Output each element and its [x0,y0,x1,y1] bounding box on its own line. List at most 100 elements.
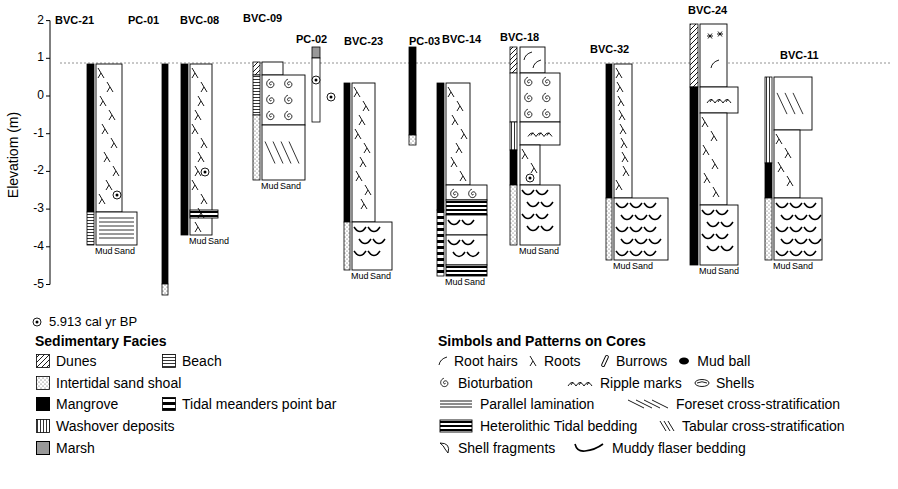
core-column: PC-03 [409,47,416,145]
tick-label: -5 [33,278,44,291]
flaser-symbol [536,190,548,195]
flaser-symbol [527,202,539,207]
flaser-symbol [635,215,647,220]
lamination [99,230,134,231]
date-symbol [327,93,335,101]
foreset-line [265,142,275,164]
grain-size-log [190,210,218,218]
root-symbol [712,159,718,169]
legend-text: Foreset cross-stratification [676,396,840,412]
legend-symbol [566,375,594,391]
facies-swatch [163,355,176,368]
tabular-symbol [660,421,674,431]
core-column: BVC-18 [510,47,560,245]
legend-text: Roots [544,353,581,369]
sediment-core [162,64,168,295]
core-label: PC-01 [128,14,159,26]
flaser-symbol [776,203,788,208]
grain-size-label: Mud [445,278,463,288]
flaser-symbol [621,239,633,244]
heterolithic-bed [446,201,487,203]
bioturbation-symbol [451,189,458,197]
legend-symbol [36,375,50,391]
facies-strip [510,150,517,185]
grain-size-log [700,87,738,113]
root-symbol [354,87,360,97]
legend-symbol [658,418,676,434]
lamination [99,222,134,223]
facies-swatch [37,377,50,390]
sediment-core [606,64,668,260]
flaser-symbol [644,203,656,208]
root-symbol [192,180,198,190]
legend-item: Intertidal sand shoal [36,375,181,391]
legend-text: Heterolithic Tidal bedding [480,418,637,434]
tick-label: -2 [33,164,44,177]
legend-text: 5.913 cal yr BP [49,314,137,330]
star-symbol [707,34,713,39]
flaser-symbol [776,227,788,232]
root-symbol [98,68,104,78]
grain-size-label: Mud [261,182,279,192]
root-symbol [713,187,719,197]
root-symbol [198,152,204,162]
root-symbol [192,124,198,134]
legend-symbol [528,353,538,369]
grain-size-log [190,64,212,235]
heterolithic-bed [446,209,487,211]
grain-size-log [520,47,545,73]
core-label: BVC-18 [500,31,539,43]
legend-symbol [438,353,448,369]
flaser-symbol [649,215,661,220]
date-symbol [113,191,121,199]
foreset-line [785,93,795,114]
facies-strip [312,58,320,122]
tick-label: -3 [33,202,44,215]
facies-strip [253,75,260,115]
date-symbol [33,318,41,326]
legend-symbol [162,353,176,369]
flaser-symbol [616,251,628,256]
heterolithic-bed [190,211,218,213]
legend-text: Root hairs [454,353,518,369]
heterolithic-bed [446,213,487,215]
flaser-symbol [809,239,821,244]
facies-strip [162,64,168,284]
core-column: PC-02 [312,47,320,122]
heterolithic-bed [446,274,487,276]
flaser-symbol [522,214,534,219]
legend-item: Washover deposits [36,418,175,434]
legend-text: Muddy flaser bedding [612,440,746,456]
bioturbation-symbol [469,189,476,197]
axis-tick [46,284,50,285]
bioturbation-symbol [267,111,274,119]
flaser-symbol [721,222,733,227]
legend-text: Beach [182,353,222,369]
heterolithic-bed [190,215,218,217]
root-symbol [201,138,207,148]
legend-item: Bioturbation [438,375,533,391]
legend-text: Marsh [56,440,95,456]
legend-text: Tabular cross-stratification [682,418,845,434]
core-column: BVC-14 [437,83,487,276]
core-label: BVC-14 [442,33,481,45]
date-symbol [529,177,532,180]
legend-item: Shell fragments [438,440,555,456]
root-symbol [617,82,623,92]
sediment-core [510,47,560,245]
legend-symbol [600,353,610,369]
axis-tick [46,171,50,172]
grain-size-log [614,64,632,198]
lamination-symbol [440,401,472,407]
legend-item: Tabular cross-stratification [658,418,845,434]
core-column: BVC-23 [344,83,392,270]
grain-size-label: Sand [208,237,229,247]
shell-fragment-symbol [440,443,449,453]
sediment-core [253,62,305,180]
legend-text: Dunes [56,353,96,369]
grain-size-label: Mud [699,267,717,277]
date-symbol [201,168,209,176]
sediment-core [181,64,218,235]
core-column: BVC-08 [181,64,218,235]
